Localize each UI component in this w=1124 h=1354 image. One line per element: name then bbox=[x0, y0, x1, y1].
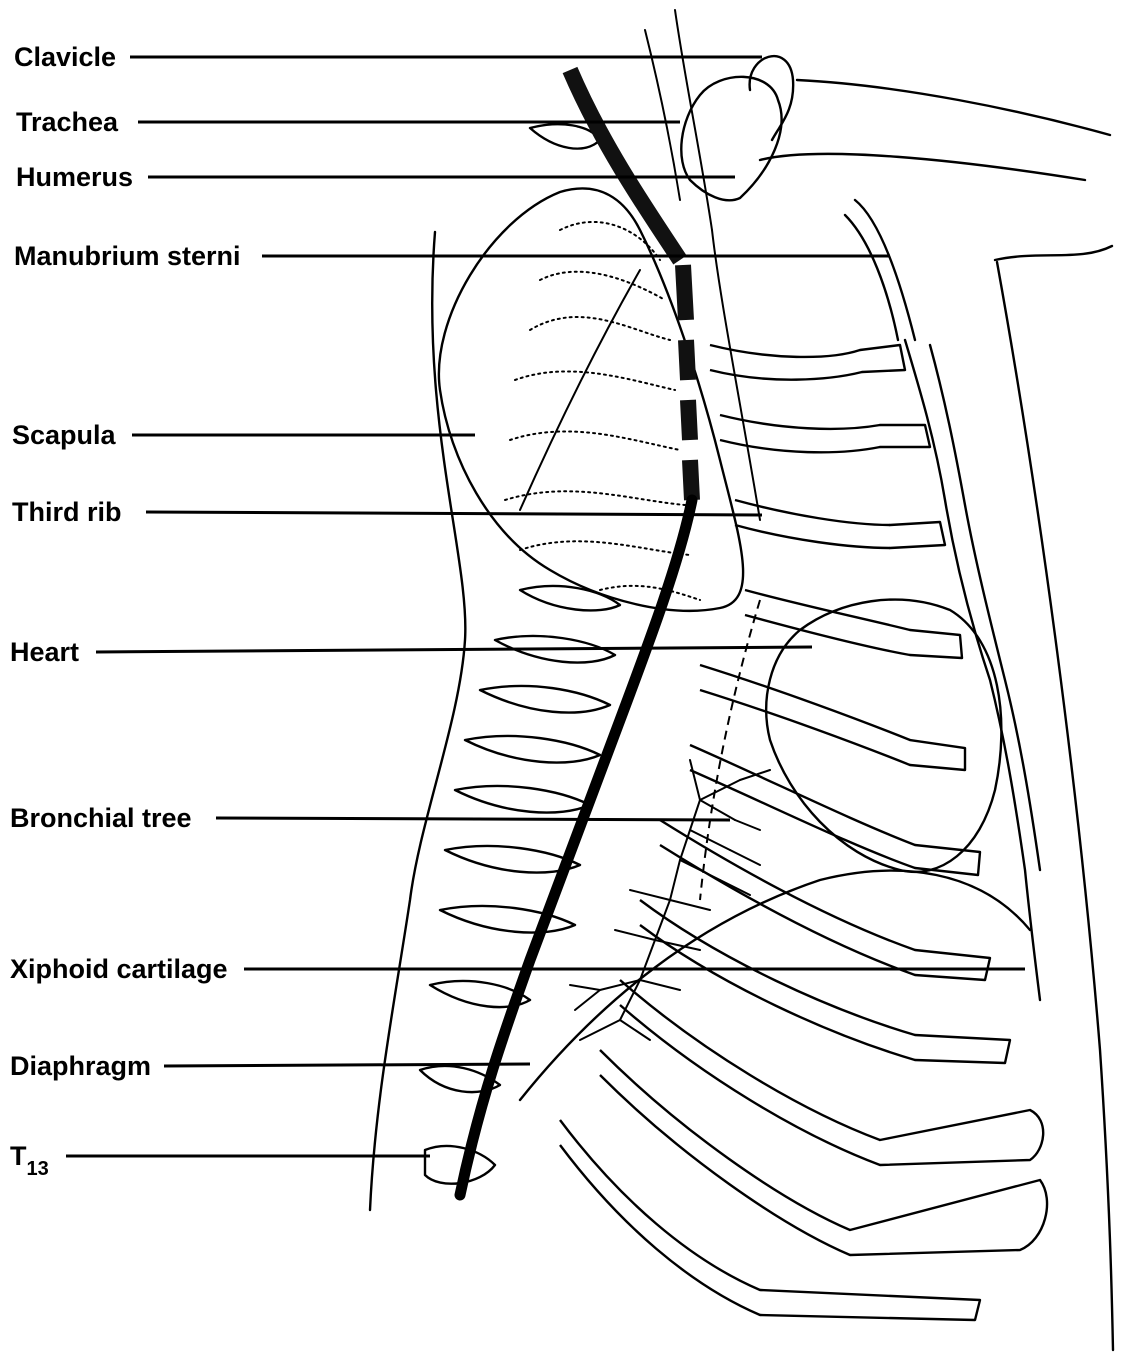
label-heart: Heart bbox=[10, 637, 79, 667]
labels: Clavicle Trachea Humerus Manubrium stern… bbox=[10, 42, 241, 1180]
label-trachea: Trachea bbox=[16, 107, 119, 137]
label-t13: T13 bbox=[10, 1141, 49, 1180]
label-manubrium: Manubrium sterni bbox=[14, 241, 241, 271]
label-third-rib: Third rib bbox=[12, 497, 122, 527]
leader-diaphragm bbox=[164, 1064, 530, 1066]
vertebral-processes bbox=[420, 124, 620, 1184]
label-xiphoid: Xiphoid cartilage bbox=[10, 954, 228, 984]
label-clavicle: Clavicle bbox=[14, 42, 116, 72]
label-t13-base: T bbox=[10, 1141, 27, 1171]
bronchial-tree-shape bbox=[570, 760, 770, 1040]
neck-lines bbox=[645, 10, 760, 520]
ribs bbox=[560, 345, 915, 1315]
spinal-column bbox=[460, 500, 692, 1195]
dotted-ribs bbox=[505, 222, 700, 600]
leader-bronchial-tree bbox=[216, 818, 730, 820]
scapula-shape bbox=[439, 188, 743, 610]
label-scapula: Scapula bbox=[12, 420, 117, 450]
label-diaphragm: Diaphragm bbox=[10, 1051, 151, 1081]
label-humerus: Humerus bbox=[16, 162, 133, 192]
leader-third-rib bbox=[146, 512, 762, 515]
label-t13-subscript: 13 bbox=[27, 1158, 49, 1180]
costal-cartilages bbox=[760, 345, 1047, 1320]
label-bronchial-tree: Bronchial tree bbox=[10, 803, 192, 833]
leader-lines bbox=[66, 57, 1025, 1156]
clavicle-shape bbox=[750, 56, 794, 140]
leader-heart bbox=[96, 647, 812, 652]
